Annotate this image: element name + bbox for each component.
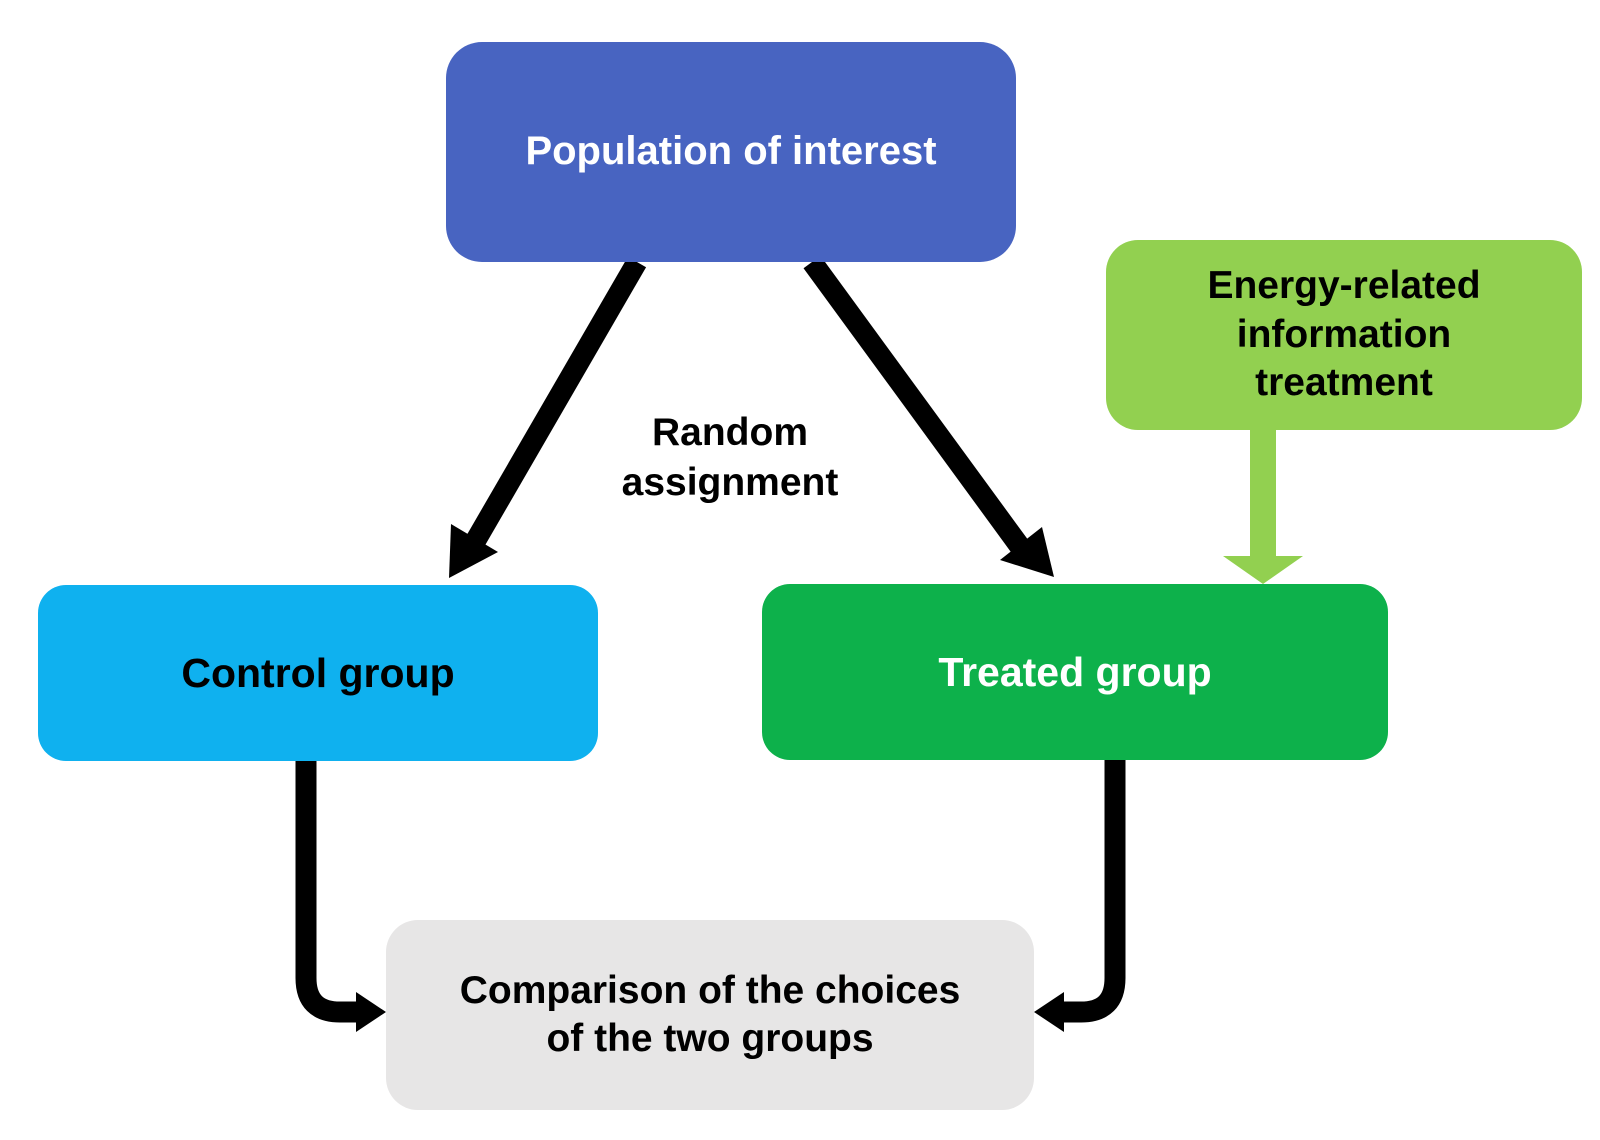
arrowhead-control (449, 524, 498, 578)
arrowhead-treated (1000, 527, 1054, 577)
node-treatment-label-line: information (1236, 312, 1452, 356)
arrow-population-to-control (466, 256, 647, 546)
arrow-control-to-comparison (295, 761, 360, 1023)
arrowhead-comparison-left (356, 992, 386, 1032)
edge-label-line: assignment (621, 460, 839, 504)
node-treated-label: Treated group (938, 648, 1212, 695)
node-comparison-label-line: of the two groups (546, 1017, 874, 1060)
arrowhead-treatment (1223, 556, 1303, 584)
node-treatment: Energy-related information treatment (1106, 240, 1582, 430)
node-population-label: Population of interest (525, 129, 937, 174)
node-comparison-label-line: Comparison of the choices (459, 968, 961, 1012)
arrow-treatment-to-treated (1250, 430, 1276, 558)
node-treatment-label-line: Energy-related (1207, 264, 1481, 308)
arrow-treated-to-comparison (1060, 760, 1126, 1023)
edge-label-random-assignment: Random assignment (580, 408, 880, 508)
node-treatment-label-line: treatment (1255, 361, 1433, 405)
edge-label-line: Random (652, 411, 808, 454)
node-comparison: Comparison of the choices of the two gro… (386, 920, 1034, 1110)
node-population: Population of interest (446, 42, 1016, 262)
node-control: Control group (38, 585, 598, 761)
arrowhead-comparison-right (1034, 992, 1064, 1032)
node-control-label: Control group (181, 649, 455, 696)
arrow-population-to-treated (803, 255, 1030, 555)
node-treated: Treated group (762, 584, 1388, 760)
